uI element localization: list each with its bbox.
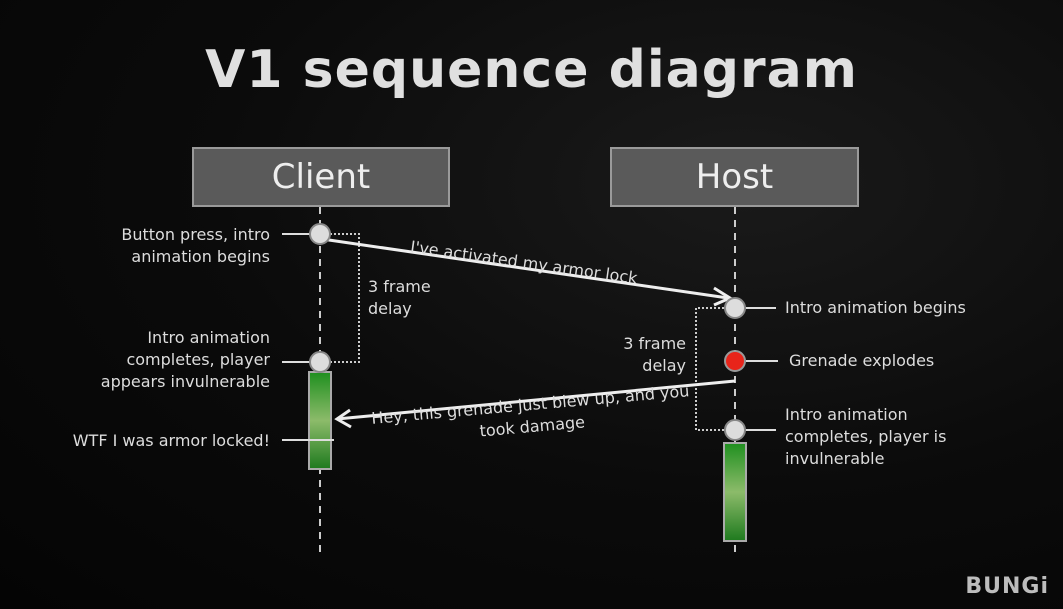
label-client-delay: 3 frame delay — [368, 277, 431, 318]
host-event-dot — [724, 419, 746, 441]
slide-title: V1 sequence diagram — [205, 40, 858, 100]
label-host-delay: 3 frame delay — [623, 334, 686, 375]
message-arrow-to-client — [336, 379, 736, 421]
label-grenade: Grenade explodes — [789, 351, 935, 370]
client-event-dot — [309, 351, 331, 373]
bungie-logo: BUNGi — [965, 574, 1049, 599]
host-lane-header: Host — [610, 147, 859, 207]
host-invulnerable-bar — [723, 442, 747, 542]
host-delay-bracket — [695, 307, 724, 431]
label-host-intro-begins: Intro animation begins — [785, 298, 966, 317]
client-delay-bracket — [330, 233, 360, 363]
message-arrow-to-host — [321, 237, 729, 300]
client-lane-header: Client — [192, 147, 450, 207]
label-wtf: WTF I was armor locked! — [72, 431, 270, 450]
label-host-intro-complete: Intro animation completes, player is inv… — [785, 405, 947, 468]
host-event-dot — [724, 297, 746, 319]
client-invulnerable-bar — [308, 371, 332, 470]
label-client-intro-complete: Intro animation completes, player appear… — [100, 328, 270, 391]
label-button-press: Button press, intro animation begins — [121, 225, 270, 266]
grenade-dot — [724, 350, 746, 372]
client-event-dot — [309, 223, 331, 245]
